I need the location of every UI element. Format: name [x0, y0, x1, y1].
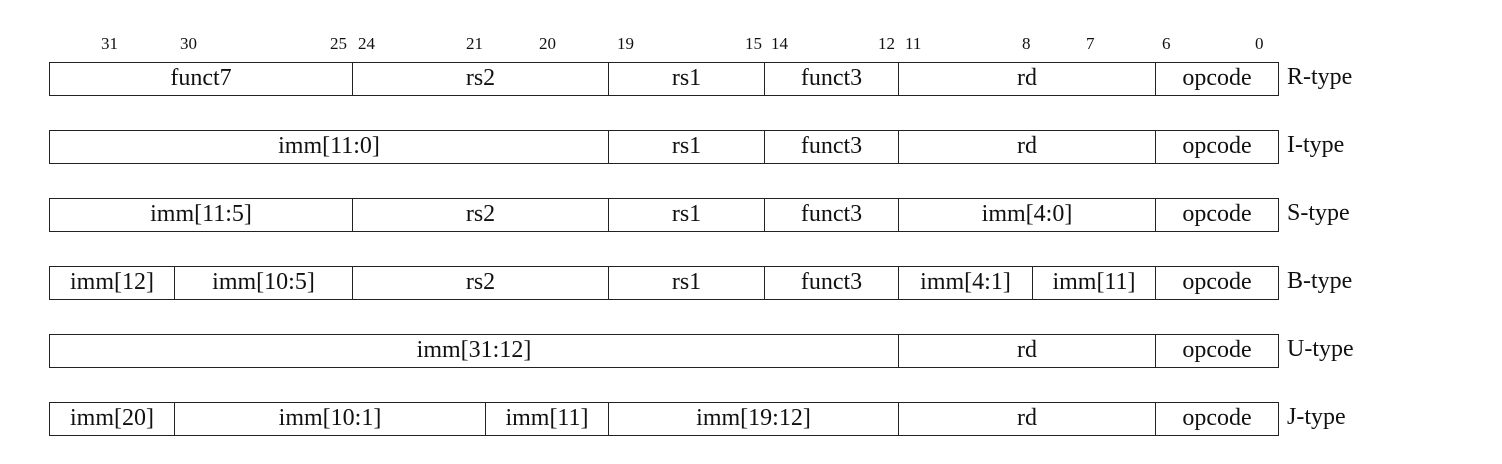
field-imm-31-12: imm[31:12]	[49, 334, 899, 368]
field-imm-11-0: imm[11:0]	[49, 130, 609, 164]
field-rs2: rs2	[352, 198, 609, 232]
field-imm-11-5: imm[11:5]	[49, 198, 353, 232]
field-funct3: funct3	[764, 62, 899, 96]
format-type-label: S-type	[1287, 200, 1350, 226]
field-imm-11: imm[11]	[1032, 266, 1156, 300]
field-imm-10-1: imm[10:1]	[174, 402, 486, 436]
bit-label-25: 25	[330, 34, 347, 53]
field-rs1: rs1	[608, 130, 765, 164]
format-type-label: B-type	[1287, 268, 1353, 294]
bit-label-31: 31	[101, 34, 118, 53]
field-opcode: opcode	[1155, 402, 1279, 436]
format-type-label: U-type	[1287, 336, 1354, 362]
field-rs1: rs1	[608, 62, 765, 96]
bit-label-12: 12	[878, 34, 895, 53]
field-rd: rd	[898, 402, 1156, 436]
field-imm-12: imm[12]	[49, 266, 175, 300]
field-opcode: opcode	[1155, 62, 1279, 96]
format-type-label: J-type	[1287, 404, 1346, 430]
field-funct3: funct3	[764, 198, 899, 232]
bit-label-6: 6	[1162, 34, 1171, 53]
bit-label-15: 15	[745, 34, 762, 53]
field-imm-20: imm[20]	[49, 402, 175, 436]
field-rd: rd	[898, 62, 1156, 96]
bit-label-19: 19	[617, 34, 634, 53]
bit-label-14: 14	[771, 34, 788, 53]
bit-label-8: 8	[1022, 34, 1031, 53]
field-funct3: funct3	[764, 266, 899, 300]
field-rs2: rs2	[352, 266, 609, 300]
field-opcode: opcode	[1155, 198, 1279, 232]
field-opcode: opcode	[1155, 266, 1279, 300]
field-funct3: funct3	[764, 130, 899, 164]
field-imm-4-0: imm[4:0]	[898, 198, 1156, 232]
format-type-label: I-type	[1287, 132, 1345, 158]
bit-label-7: 7	[1086, 34, 1095, 53]
field-rd: rd	[898, 334, 1156, 368]
field-rs1: rs1	[608, 266, 765, 300]
bit-label-11: 11	[905, 34, 922, 53]
field-imm-4-1: imm[4:1]	[898, 266, 1033, 300]
bit-label-21: 21	[466, 34, 483, 53]
field-opcode: opcode	[1155, 334, 1279, 368]
field-imm-11: imm[11]	[485, 402, 609, 436]
field-rs1: rs1	[608, 198, 765, 232]
field-rs2: rs2	[352, 62, 609, 96]
field-imm-19-12: imm[19:12]	[608, 402, 899, 436]
bit-label-30: 30	[180, 34, 197, 53]
bit-label-24: 24	[358, 34, 375, 53]
bit-label-0: 0	[1255, 34, 1264, 53]
field-rd: rd	[898, 130, 1156, 164]
field-opcode: opcode	[1155, 130, 1279, 164]
format-type-label: R-type	[1287, 64, 1353, 90]
bit-label-20: 20	[539, 34, 556, 53]
field-imm-10-5: imm[10:5]	[174, 266, 353, 300]
field-funct7: funct7	[49, 62, 353, 96]
